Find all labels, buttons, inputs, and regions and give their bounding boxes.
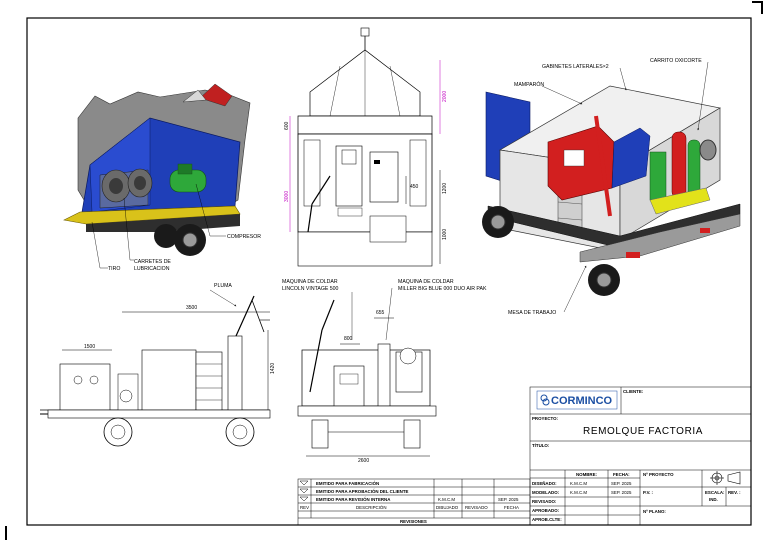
revision-2-desc: EMITIDO PARA APROBACIÓN DEL CLIENTE xyxy=(316,489,409,494)
dim-1000: 1000 xyxy=(442,229,448,240)
row-disenado-label: DISEÑADO: xyxy=(532,481,557,486)
label-carretes: CARRETES DE xyxy=(134,259,171,265)
revisions-hdr-reviewed: REVISADO xyxy=(465,505,488,510)
dim-2600: 2600 xyxy=(358,458,369,464)
revisions-table xyxy=(297,478,531,526)
revision-3-date: SEP. 2025 xyxy=(498,497,519,502)
dim-655: 655 xyxy=(376,310,385,316)
company-name: CORMINCO xyxy=(551,395,613,407)
row-disenado-name: K.M.C.M xyxy=(570,481,587,486)
side-view xyxy=(40,289,271,447)
projection-symbol-icon xyxy=(710,471,741,485)
revisions-footer: REVISIONES xyxy=(400,519,427,524)
dim-1200: 1200 xyxy=(442,183,448,194)
revision-3-drawn: K.M.C.M xyxy=(438,497,455,502)
proyecto-label: PROYECTO: xyxy=(532,416,559,421)
dim-450: 450 xyxy=(410,184,419,190)
escala-label: ESCALA: xyxy=(705,490,725,495)
nplano-label: Nº PLANO: xyxy=(643,509,666,514)
dim-3500: 3500 xyxy=(186,305,197,311)
escala-value: IND. xyxy=(709,497,718,502)
dim-3000: 3000 xyxy=(284,191,290,202)
project-title: REMOLQUE FACTORIA xyxy=(583,426,703,437)
row-modelado-date: SEP. 2025 xyxy=(611,490,632,495)
dim-2000: 2000 xyxy=(442,91,448,102)
iso-view-front xyxy=(482,61,741,313)
fecha-header: FECHA: xyxy=(613,472,630,477)
label-miller-2: MILLER BIG BLUE 000 DUO AIR PAK xyxy=(398,286,487,292)
front-view-top xyxy=(289,27,441,267)
label-mesa: MESA DE TRABAJO xyxy=(508,310,556,316)
label-pluma: PLUMA xyxy=(214,283,232,289)
label-lubricacion: LUBRICACION xyxy=(134,266,170,272)
revisions-hdr-rev: REV xyxy=(300,505,309,510)
revision-3-desc: EMITIDO PARA REVISIÓN INTERNA xyxy=(316,497,391,502)
title-block xyxy=(529,386,752,526)
label-carrito: CARRITO OXICORTE xyxy=(650,58,702,64)
rev-label: REV. : xyxy=(728,490,741,495)
titulo-label: TÍTULO: xyxy=(532,443,550,448)
row-aprobado-label: APROBADO: xyxy=(532,508,560,513)
row-disenado-date: SEP. 2025 xyxy=(611,481,632,486)
label-miller-1: MAQUINA DE COLDAR xyxy=(398,279,454,285)
nproyecto-label: Nº PROYECTO xyxy=(643,472,674,477)
revisions-hdr-desc: DESCRIPCIÓN xyxy=(356,505,387,510)
revision-1-desc: EMITIDO PARA FABRICACIÓN xyxy=(316,481,379,486)
label-lincoln-2: LINCOLN VINTAGE 500 xyxy=(282,286,339,292)
row-revisado-label: REVISADO: xyxy=(532,499,557,504)
company-logo: CORMINCO xyxy=(536,390,618,410)
row-modelado-name: K.M.C.M xyxy=(570,490,587,495)
label-compresor: COMPRESOR xyxy=(227,234,261,240)
row-aprobclte-label: APROB.CLTE: xyxy=(532,517,562,522)
cliente-label: CLIENTE: xyxy=(623,389,644,394)
revisions-hdr-date: FECHA xyxy=(504,505,519,510)
iso-view-rear xyxy=(63,83,251,269)
row-modelado-label: MODELADO: xyxy=(532,490,560,495)
nombre-header: NOMBRE: xyxy=(576,472,598,477)
label-gabinetes: GABINETES LATERALES×2 xyxy=(542,64,609,70)
label-lincoln-1: MAQUINA DE COLDAR xyxy=(282,279,338,285)
rear-view xyxy=(297,287,437,457)
dim-800: 800 xyxy=(344,336,353,342)
dim-600: 600 xyxy=(284,121,290,130)
pv-label: P.V. : xyxy=(643,490,654,495)
dim-1420: 1420 xyxy=(270,363,276,374)
label-tiro: TIRO xyxy=(108,266,120,272)
label-mamparon: MAMPARÓN xyxy=(514,81,544,88)
revisions-hdr-drawn: DIBUJADO xyxy=(436,505,459,510)
dim-1500: 1500 xyxy=(84,344,95,350)
